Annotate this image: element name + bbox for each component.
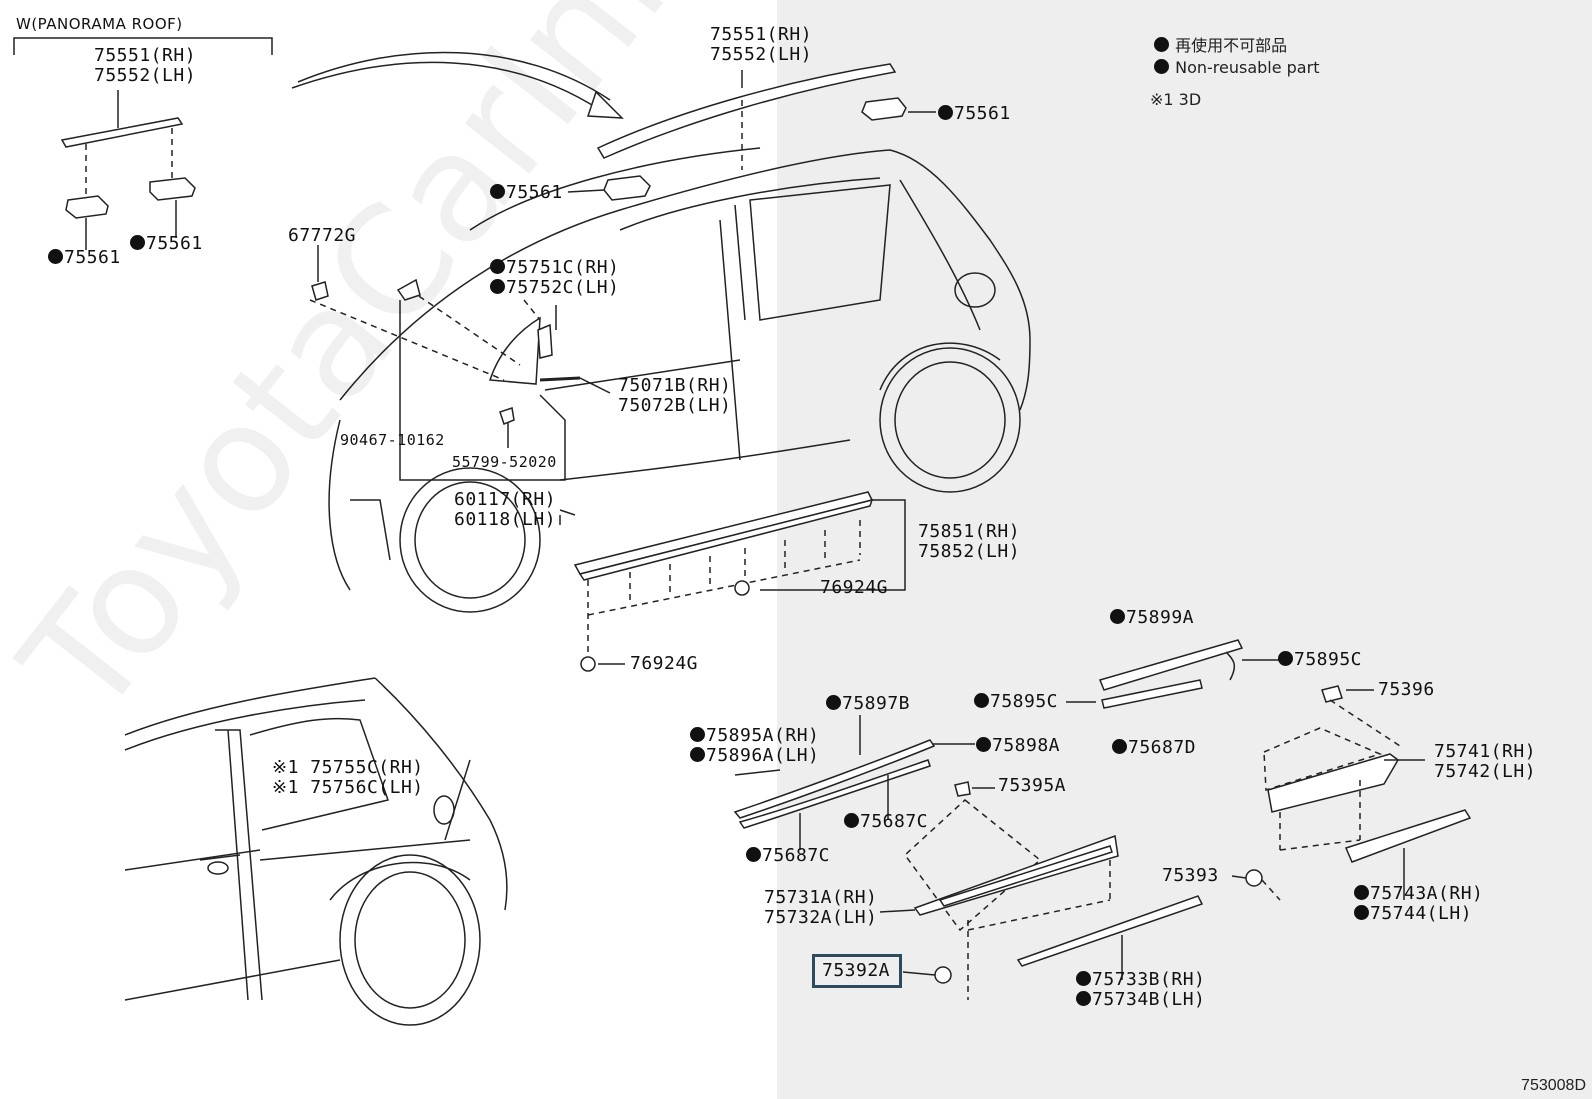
- non-reusable-dot-icon: [1076, 971, 1091, 986]
- highlighted-part-label[interactable]: 75392A: [822, 960, 891, 981]
- panorama-roof-header: W(PANORAMA ROOF): [16, 15, 183, 33]
- non-reusable-dot-icon: [690, 747, 705, 762]
- non-reusable-dot-icon: [48, 249, 63, 264]
- part-label[interactable]: 75851(RH)75852(LH): [918, 521, 1021, 562]
- rear-garnish: [1261, 699, 1472, 901]
- part-label[interactable]: 75899A: [1110, 608, 1194, 628]
- part-label[interactable]: 75895C: [974, 692, 1058, 712]
- part-label[interactable]: 75895C: [1278, 650, 1362, 670]
- non-reusable-dot-icon: [1110, 609, 1125, 624]
- part-label[interactable]: 75393: [1162, 865, 1219, 886]
- non-reusable-dot-icon: [746, 847, 761, 862]
- part-label[interactable]: 76924G: [820, 577, 889, 598]
- part-label[interactable]: ※1 75755C(RH)※1 75756C(LH): [272, 757, 424, 798]
- legend-en: Non-reusable part: [1154, 58, 1319, 77]
- rocker-moulding: [559, 491, 906, 672]
- part-label[interactable]: 75898A: [976, 736, 1060, 756]
- panorama-moulding: [60, 90, 196, 250]
- non-reusable-dot-icon: [1112, 739, 1127, 754]
- non-reusable-dot-icon: [490, 259, 505, 274]
- part-label[interactable]: 75731A(RH)75732A(LH): [764, 887, 878, 928]
- highlighted-part-box: [812, 954, 902, 988]
- non-reusable-dot-icon: [1354, 885, 1369, 900]
- part-label[interactable]: 75561: [490, 183, 563, 203]
- non-reusable-dot-icon: [1076, 991, 1091, 1006]
- non-reusable-dot-icon: [1154, 59, 1169, 74]
- non-reusable-dot-icon: [490, 184, 505, 199]
- non-reusable-dot-icon: [976, 737, 991, 752]
- quarter-window-parts: [309, 245, 611, 481]
- non-reusable-dot-icon: [490, 279, 505, 294]
- part-label[interactable]: 75895A(RH)75896A(LH): [690, 726, 819, 766]
- roof-moulding: [567, 63, 936, 201]
- panorama-bracket: [13, 37, 273, 55]
- legend-jp-text: 再使用不可部品: [1175, 36, 1288, 55]
- part-label[interactable]: 75561: [130, 234, 203, 254]
- non-reusable-dot-icon: [1278, 651, 1293, 666]
- non-reusable-dot-icon: [1354, 905, 1369, 920]
- part-label[interactable]: 75561: [48, 248, 121, 268]
- middle-mouldings: [733, 715, 1263, 1000]
- part-label[interactable]: 75396: [1378, 679, 1435, 700]
- part-label[interactable]: 75561: [938, 104, 1011, 124]
- upper-right-mouldings: [1066, 639, 1374, 709]
- rear-view-car: [124, 677, 508, 1026]
- part-label[interactable]: 55799-52020: [452, 453, 557, 471]
- part-label[interactable]: 75395A: [998, 775, 1067, 796]
- part-label[interactable]: 76924G: [630, 653, 699, 674]
- legend-footnote: ※1 3D: [1150, 90, 1202, 109]
- non-reusable-dot-icon: [130, 235, 145, 250]
- part-label[interactable]: 75071B(RH)75072B(LH): [618, 375, 732, 416]
- part-label[interactable]: 75743A(RH)75744(LH): [1354, 884, 1483, 924]
- part-label[interactable]: 60117(RH)60118(LH): [454, 489, 557, 530]
- non-reusable-dot-icon: [690, 727, 705, 742]
- non-reusable-dot-icon: [938, 105, 953, 120]
- part-label[interactable]: 75741(RH)75742(LH): [1434, 741, 1537, 782]
- legend-jp: 再使用不可部品: [1154, 32, 1287, 56]
- non-reusable-dot-icon: [844, 813, 859, 828]
- part-label[interactable]: 75751C(RH)75752C(LH): [490, 258, 619, 298]
- non-reusable-dot-icon: [974, 693, 989, 708]
- car-body: [328, 147, 1031, 613]
- part-label[interactable]: 75687C: [746, 846, 830, 866]
- non-reusable-dot-icon: [826, 695, 841, 710]
- part-label[interactable]: 67772G: [288, 225, 357, 246]
- part-label[interactable]: 75687C: [844, 812, 928, 832]
- non-reusable-dot-icon: [1154, 37, 1169, 52]
- part-label[interactable]: 75551(RH)75552(LH): [710, 24, 813, 65]
- part-label[interactable]: 90467-10162: [340, 431, 445, 449]
- shaded-panel: [777, 0, 1592, 1099]
- legend-en-text: Non-reusable part: [1175, 58, 1320, 77]
- part-label[interactable]: 75733B(RH)75734B(LH): [1076, 970, 1205, 1010]
- direction-arrow: [291, 51, 624, 119]
- part-label[interactable]: 75687D: [1112, 738, 1196, 758]
- diagram-code: 753008D: [1521, 1077, 1586, 1094]
- part-label[interactable]: 75551(RH)75552(LH): [94, 45, 197, 86]
- part-label[interactable]: 75897B: [826, 694, 910, 714]
